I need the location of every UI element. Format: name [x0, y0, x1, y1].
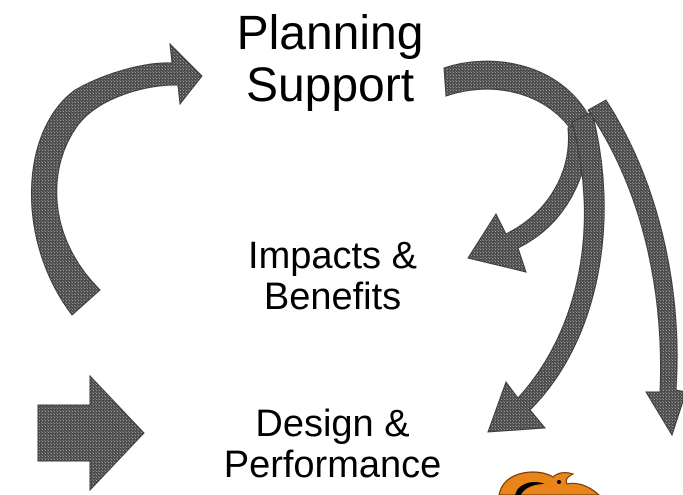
loop-arrow-to-planning	[30, 42, 203, 316]
block-arrow-to-design	[37, 374, 145, 492]
logo-eye	[557, 480, 561, 484]
arrow-band-from-planning	[443, 60, 591, 129]
node-planning-line2: Support	[245, 58, 415, 112]
arrow-to-design	[487, 111, 605, 433]
logo-shape	[498, 471, 600, 495]
mascot-logo-icon	[498, 471, 600, 495]
node-planning-line1: Planning	[236, 7, 424, 60]
node-design-performance: Design & Performance	[195, 403, 470, 487]
node-impacts-line1: Impacts &	[248, 235, 417, 277]
node-impacts-line2: Benefits	[263, 276, 402, 319]
node-design-line1: Design &	[255, 403, 410, 445]
node-impacts-benefits: Impacts & Benefits	[205, 235, 460, 319]
arrow-to-impacts	[467, 119, 589, 273]
logo-detail	[515, 482, 545, 495]
arrow-right-edge	[587, 99, 683, 437]
node-planning-support: Planning Support	[200, 8, 460, 112]
node-design-line2: Performance	[223, 444, 442, 487]
